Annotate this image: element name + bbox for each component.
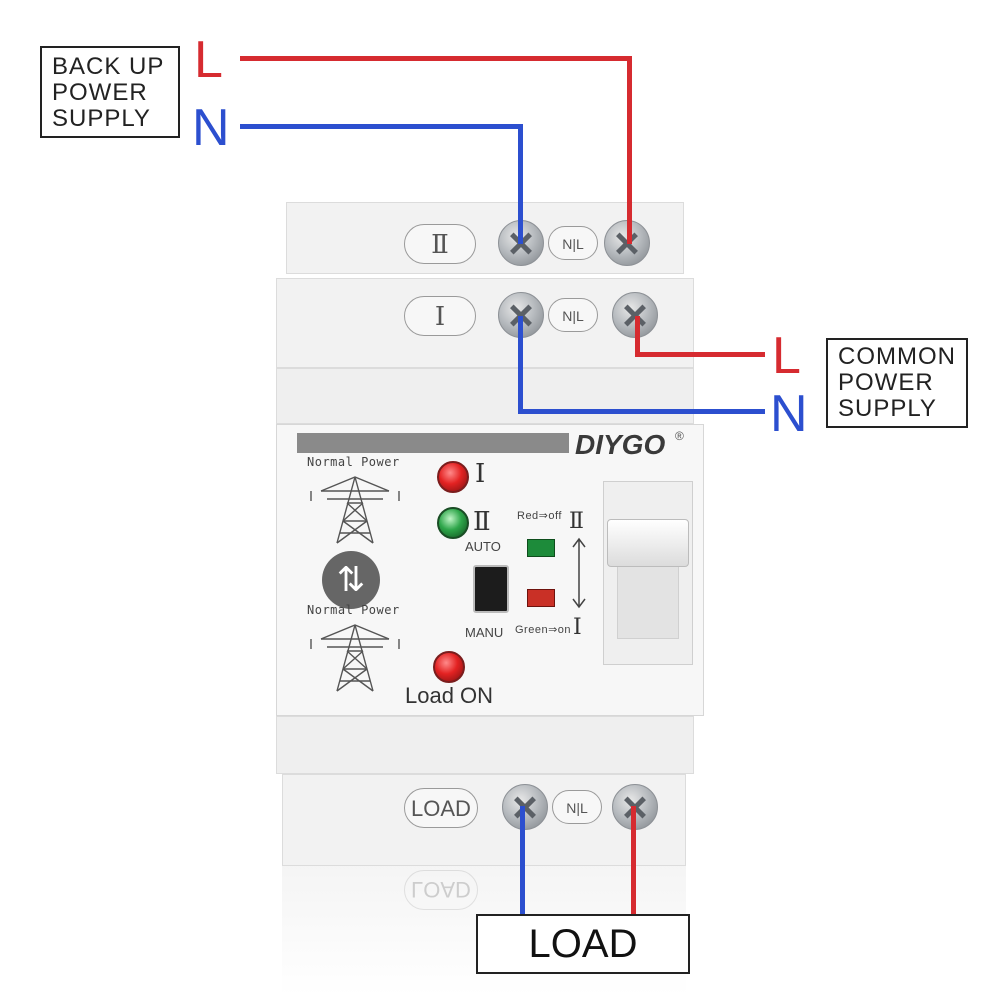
scale-top-roman: Ⅱ: [569, 509, 584, 534]
common-terminal-label: N|L: [548, 298, 598, 332]
common-live-letter: L: [772, 327, 801, 385]
device-front-face: DIYGO ® Normal Power ⇅ Normal Power Ⅰ Ⅱ …: [276, 424, 704, 716]
backup-neutral-wire: [240, 124, 523, 129]
green-status-window: [527, 539, 555, 557]
double-arrow-icon: [572, 537, 586, 609]
registered-mark: ®: [675, 429, 684, 443]
backup-power-supply-box: BACK UP POWER SUPPLY: [40, 46, 180, 138]
load-label: LOAD: [528, 922, 638, 966]
power-tower-icon: [310, 476, 400, 544]
load-live-wire: [631, 806, 636, 916]
common-live-wire-drop: [635, 316, 640, 357]
load-neutral-wire: [520, 806, 525, 916]
load-neutral-screw[interactable]: [502, 784, 548, 830]
backup-rail-badge: Ⅱ: [404, 224, 476, 264]
auto-label: AUTO: [465, 539, 501, 554]
common-neutral-letter: N: [770, 385, 808, 443]
common-live-wire: [635, 352, 765, 357]
backup-live-wire: [240, 56, 632, 61]
green-on-label: Green⇒on: [515, 624, 572, 636]
device-upper-neck: [276, 368, 694, 424]
normal-power-label-top: Normal Power: [307, 455, 400, 469]
transfer-handle[interactable]: [607, 519, 689, 567]
brand-logo: DIYGO: [575, 429, 666, 460]
device-lower-neck: [276, 716, 694, 774]
source-one-indicator-led: [437, 461, 469, 493]
manu-label: MANU: [465, 625, 504, 640]
common-power-supply-label: COMMON POWER SUPPLY: [838, 343, 956, 422]
brand-bar: [297, 433, 569, 453]
backup-neutral-wire-drop: [518, 124, 523, 244]
normal-power-label-bottom: Normal Power: [307, 603, 400, 617]
backup-terminal-label: N|L: [548, 226, 598, 260]
source-one-roman: Ⅰ: [475, 459, 486, 489]
load-terminal-label: N|L: [552, 790, 602, 824]
load-box: LOAD: [476, 914, 690, 974]
auto-manual-switch[interactable]: [473, 565, 509, 613]
common-power-supply-box: COMMON POWER SUPPLY: [826, 338, 968, 428]
backup-power-supply-label: BACK UP POWER SUPPLY: [52, 53, 165, 132]
common-neutral-wire-drop: [518, 316, 523, 414]
backup-live-wire-drop: [627, 56, 632, 244]
backup-neutral-letter: N: [192, 99, 230, 157]
common-neutral-wire: [518, 409, 765, 414]
load-rail-badge: LOAD: [404, 788, 478, 828]
load-on-led: [433, 651, 465, 683]
common-rail-badge: Ⅰ: [404, 296, 476, 336]
source-two-indicator-led: [437, 507, 469, 539]
scale-bottom-roman: Ⅰ: [573, 615, 582, 640]
transfer-switch-icon: ⇅: [322, 551, 380, 609]
red-status-window: [527, 589, 555, 607]
source-two-roman: Ⅱ: [473, 507, 491, 537]
backup-live-letter: L: [194, 31, 223, 89]
reflection-load-badge: LOAD: [404, 870, 478, 910]
red-off-label: Red⇒off: [517, 510, 562, 522]
load-on-label: Load ON: [405, 683, 494, 708]
power-tower-icon: [310, 624, 400, 692]
